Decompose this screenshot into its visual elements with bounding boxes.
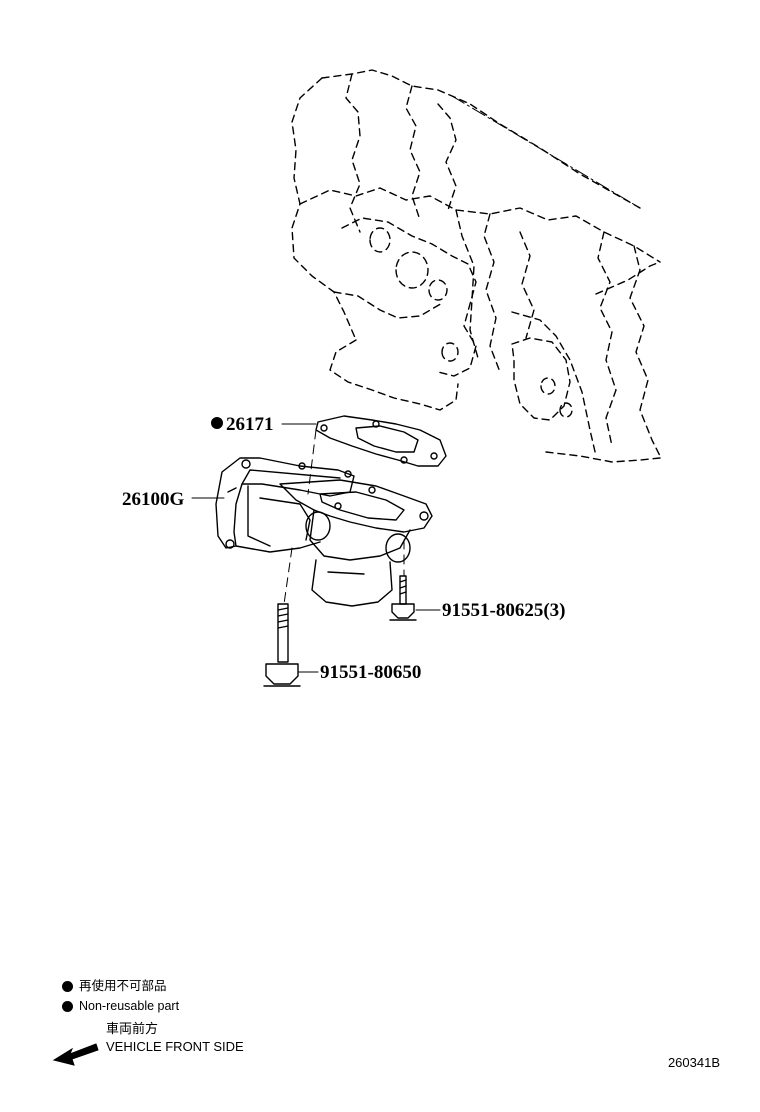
- bolt-91551-80625: [389, 575, 417, 621]
- legend-row-en: Non-reusable part: [62, 996, 179, 1016]
- front-label-jp: 車両前方: [106, 1021, 159, 1036]
- engine-block-outline: [291, 69, 661, 463]
- assembly-lines: [283, 429, 405, 605]
- callout-egr-valve: 26100G: [122, 489, 185, 510]
- bullet-icon: [62, 980, 73, 992]
- legend: 再使用不可部品 Non-reusable part: [62, 976, 179, 1016]
- front-label-en: VEHICLE FRONT SIDE: [106, 1039, 244, 1054]
- reference-code: 260341B: [667, 1055, 720, 1070]
- callout-short-bolt: 91551-80625(3): [442, 600, 565, 621]
- front-arrow-icon: [52, 1043, 99, 1066]
- callout-long-bolt: 91551-80650: [320, 662, 421, 683]
- bullet-icon: [62, 1000, 73, 1012]
- leader-lines: [191, 423, 441, 673]
- legend-row-jp: 再使用不可部品: [62, 976, 179, 996]
- gasket-26171: [315, 415, 447, 467]
- callout-gasket: 26171: [226, 414, 274, 435]
- non-reusable-dot: [211, 417, 223, 429]
- vehicle-front-indicator: 車両前方 VEHICLE FRONT SIDE: [52, 1018, 312, 1070]
- legend-non-reusable-en: Non-reusable part: [79, 999, 180, 1013]
- legend-non-reusable-jp: 再使用不可部品: [79, 979, 167, 993]
- bolt-91551-80650: [263, 603, 301, 687]
- engine-centerline: [451, 95, 641, 209]
